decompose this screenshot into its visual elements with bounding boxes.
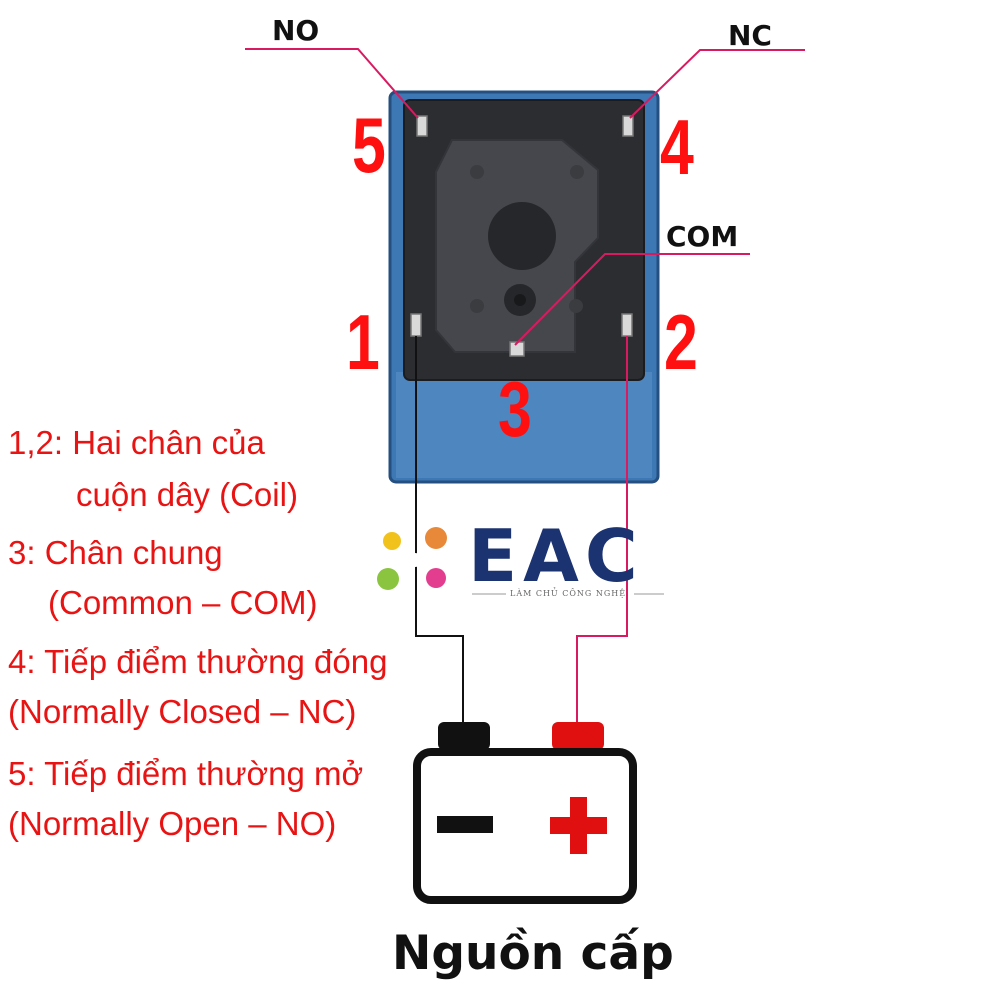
battery (413, 722, 637, 904)
legend-line-7: 5: Tiếp điểm thường mở (8, 755, 364, 792)
coil-wire-positive (576, 336, 628, 722)
legend-line-1: 1,2: Hai chân của (8, 424, 265, 461)
no-label: NO (272, 14, 320, 47)
pin-number-1: 1 (346, 298, 380, 386)
legend-line-4: (Common – COM) (48, 584, 318, 621)
battery-body (413, 748, 637, 904)
positive-terminal (552, 722, 604, 750)
legend-line-8: (Normally Open – NO) (8, 805, 337, 842)
plus-sign-vertical (570, 797, 587, 854)
pin-1 (410, 313, 422, 337)
eac-logo-mark (377, 527, 447, 590)
no-leader-line (245, 48, 419, 119)
legend-line-3: 3: Chân chung (8, 534, 223, 571)
leader-lines (245, 48, 805, 346)
com-leader-line (514, 253, 750, 346)
legend-line-6: (Normally Closed – NC) (8, 693, 357, 730)
eac-logo-text: EAC (468, 514, 644, 598)
eac-tagline: LÀM CHỦ CÔNG NGHỆ (510, 589, 627, 598)
nc-label: NC (728, 19, 772, 52)
pin-2 (621, 313, 633, 337)
legend-line-2: cuộn dây (Coil) (76, 476, 298, 513)
legend-line-5: 4: Tiếp điểm thường đóng (8, 643, 388, 680)
minus-sign (437, 816, 493, 833)
pin-number-2: 2 (664, 298, 698, 386)
negative-terminal (438, 722, 490, 750)
nc-leader-line (629, 49, 805, 119)
relay-stamp (488, 202, 556, 270)
relay (388, 90, 660, 484)
pin-number-5: 5 (352, 101, 386, 189)
coil-wire-negative (415, 336, 464, 722)
pin-5 (416, 115, 428, 137)
power-supply-caption: Nguồn cấp (392, 926, 674, 981)
pin-number-4: 4 (660, 103, 694, 191)
pin-number-3: 3 (498, 365, 532, 453)
com-label: COM (666, 220, 739, 253)
pin-4 (622, 115, 634, 137)
